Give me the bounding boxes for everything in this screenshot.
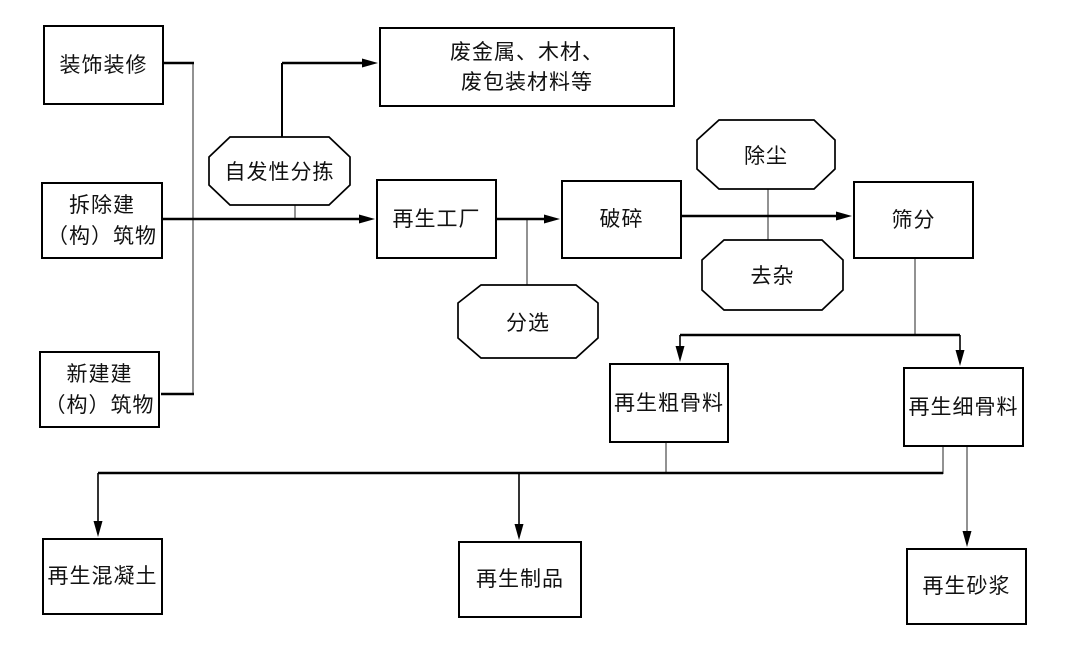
- arrowhead-to-waste: [362, 58, 378, 68]
- node-sorting-label: 分选: [506, 310, 550, 335]
- node-dust-removal-label: 除尘: [744, 143, 788, 168]
- flow-lines: [97, 61, 961, 528]
- arrowhead-to-concrete: [93, 521, 103, 537]
- node-recycled-concrete: 再生混凝土: [42, 538, 163, 615]
- node-recycling-plant: 再生工厂: [376, 179, 497, 259]
- arrowhead-to-fine: [955, 350, 965, 366]
- arrowhead-to-coarse: [675, 346, 685, 362]
- node-decoration-renovation: 装饰装修: [43, 25, 164, 105]
- spontaneous-sorting-octagon: [208, 136, 351, 206]
- node-fine-aggregate: 再生细骨料: [903, 367, 1024, 447]
- arrowheads: [93, 58, 972, 547]
- arrowhead-to-screening: [836, 211, 852, 221]
- node-coarse-aggregate: 再生粗骨料: [609, 363, 729, 443]
- node-screening: 筛分: [853, 181, 974, 259]
- node-recycled-products: 再生制品: [458, 541, 582, 618]
- dust-removal-octagon: [696, 119, 836, 190]
- node-impurity-removal-label: 去杂: [750, 264, 795, 288]
- arrowhead-to-crushing: [544, 214, 560, 224]
- arrowhead-to-plant: [359, 214, 375, 224]
- node-new-structures: 新建建 （构）筑物: [39, 351, 160, 428]
- arrowhead-to-products: [514, 524, 524, 540]
- arrowhead-to-mortar: [962, 531, 972, 547]
- node-demolished-structures: 拆除建 （构）筑物: [41, 182, 163, 259]
- node-crushing: 破碎: [561, 180, 682, 259]
- sorting-octagon: [457, 284, 599, 359]
- node-waste-materials: 废金属、木材、 废包装材料等: [379, 27, 675, 107]
- octagon-shapes: [208, 119, 844, 359]
- plain-connectors: [192, 63, 968, 535]
- impurity-removal-octagon: [701, 239, 844, 311]
- node-spontaneous-sorting-label: 自发性分拣: [224, 160, 335, 184]
- node-recycled-mortar: 再生砂浆: [906, 548, 1027, 625]
